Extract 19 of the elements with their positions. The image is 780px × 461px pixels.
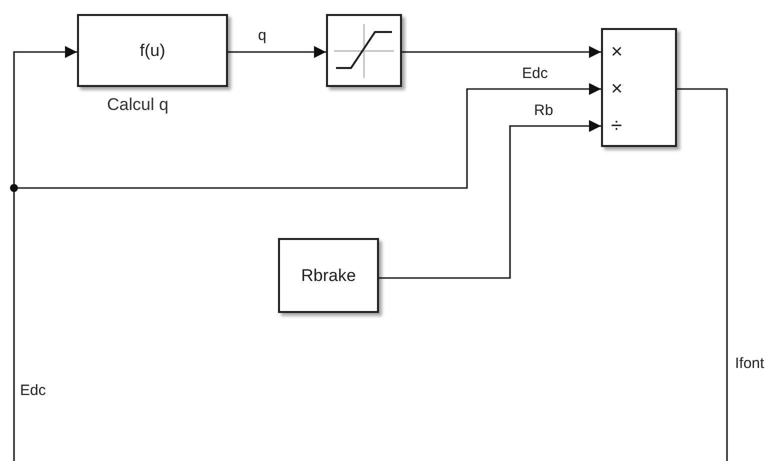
block-label: f(u) (140, 40, 166, 60)
signal-arrow (379, 120, 601, 279)
signal-label: Edc (522, 66, 548, 81)
product-block (601, 28, 677, 147)
function-block (278, 238, 379, 313)
saturation-block (326, 14, 402, 87)
signal-arrow (13, 46, 77, 461)
block-caption: Calcul q (107, 95, 168, 115)
signal-label: Edc (20, 383, 46, 398)
operator-sign: × (611, 42, 623, 62)
operator-sign: × (611, 79, 623, 99)
signal-arrow (402, 46, 601, 58)
signal-label: Rb (534, 103, 554, 118)
signal-arrow (228, 46, 326, 58)
signal-line (677, 88, 728, 461)
block-label: Rbrake (301, 266, 356, 286)
function-block (77, 14, 228, 87)
signal-label: Ifont (735, 356, 764, 371)
operator-sign: ÷ (611, 116, 622, 136)
